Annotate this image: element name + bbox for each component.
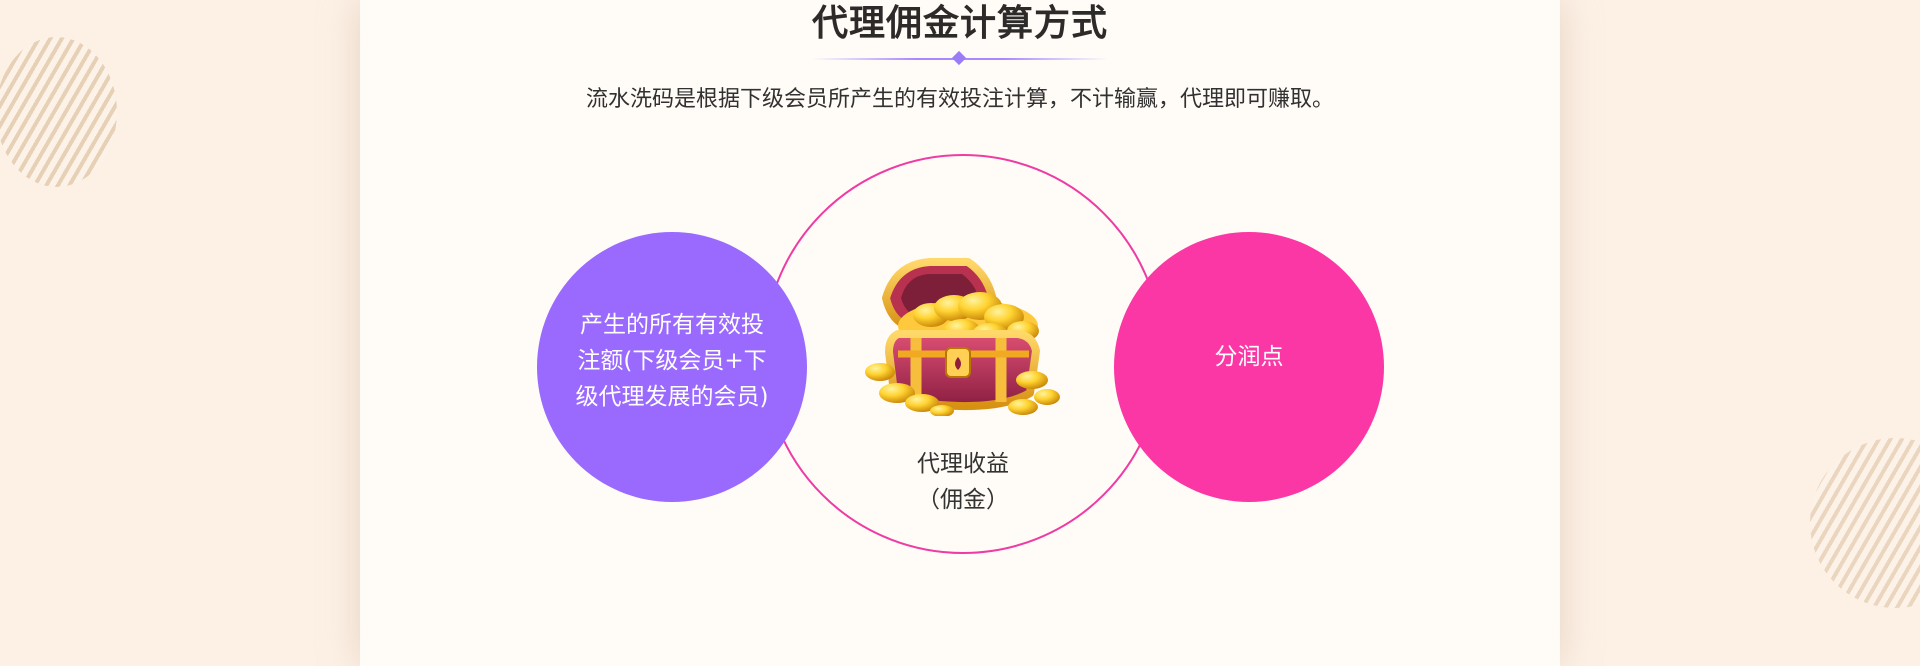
treasure-chest-icon: [858, 256, 1064, 416]
section-subtitle: 流水洗码是根据下级会员所产生的有效投注计算，不计输赢，代理即可赚取。: [0, 84, 1920, 116]
center-circle-line-2: （佣金）: [863, 482, 1063, 518]
center-circle-text: 代理收益 （佣金）: [863, 446, 1063, 518]
left-circle: 产生的所有有效投 注额(下级会员+下 级代理发展的会员): [537, 232, 807, 502]
center-circle-line-1: 代理收益: [863, 446, 1063, 482]
decorative-striped-circle-right: [1810, 438, 1920, 608]
right-circle-text: 分润点: [1215, 340, 1284, 374]
section-title: 代理佣金计算方式: [0, 0, 1920, 48]
left-circle-text: 产生的所有有效投 注额(下级会员+下 级代理发展的会员): [576, 307, 769, 415]
right-circle: 分润点: [1114, 232, 1384, 502]
